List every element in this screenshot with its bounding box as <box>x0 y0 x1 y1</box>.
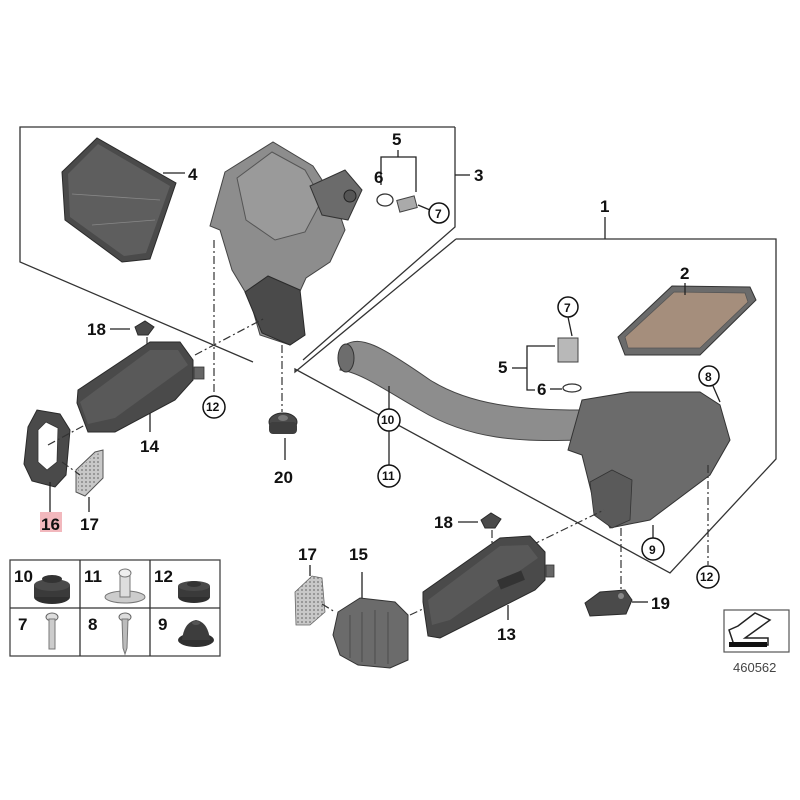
assembly-3-frame <box>19 126 455 363</box>
intake-bellows-15[interactable] <box>332 597 409 669</box>
label-5-upper: 5 <box>392 130 401 149</box>
mass-air-flow-sensor-5-lower[interactable] <box>557 337 579 363</box>
mesh-grille-17-left[interactable] <box>75 449 104 497</box>
grommet-12-icon[interactable] <box>178 581 210 603</box>
self-tapping-screw-8-icon[interactable] <box>118 612 132 656</box>
label-19: 19 <box>651 594 670 613</box>
mesh-grille-17-right[interactable] <box>294 575 326 626</box>
foam-pad-18-left[interactable] <box>134 320 155 336</box>
intake-bellows-16[interactable] <box>23 409 71 488</box>
dashline-17-left <box>61 461 81 476</box>
label-18-right: 18 <box>434 513 453 532</box>
callout-9 <box>641 537 665 561</box>
grommet-9-icon[interactable] <box>178 620 214 647</box>
table-label-10: 10 <box>14 567 33 586</box>
seal-ring-6-lower[interactable] <box>562 383 582 393</box>
label-13: 13 <box>497 625 516 644</box>
label-7-upper: 7 <box>435 207 442 221</box>
label-8: 8 <box>705 370 712 384</box>
dashline-13-airbox <box>531 509 605 546</box>
rubber-mount-19[interactable] <box>584 589 633 617</box>
expanding-rivet-11-icon[interactable] <box>104 568 146 604</box>
callout-12-left <box>202 395 226 419</box>
label-16[interactable]: 16 <box>41 515 60 534</box>
callout-12-right <box>696 565 720 589</box>
callout-8 <box>698 365 720 387</box>
table-label-11: 11 <box>84 567 102 586</box>
label-3: 3 <box>474 166 483 185</box>
label-5-lower: 5 <box>498 358 507 377</box>
intake-duct-13[interactable] <box>422 535 555 639</box>
label-9: 9 <box>649 543 656 557</box>
label-14: 14 <box>140 437 159 456</box>
label-12-right: 12 <box>700 570 714 584</box>
rubber-mount-20[interactable] <box>268 412 298 434</box>
assembly-3-frame-right <box>302 127 456 361</box>
screw-7-icon[interactable] <box>45 612 59 650</box>
dashline-14-airbox <box>194 317 266 356</box>
air-filter-element-4[interactable] <box>61 137 177 263</box>
leader-7-lower <box>567 316 573 337</box>
label-17-right: 17 <box>298 545 317 564</box>
intake-duct-14[interactable] <box>76 341 205 433</box>
label-1: 1 <box>600 197 609 216</box>
leader-7-upper <box>417 204 431 211</box>
callout-7-upper <box>428 202 450 224</box>
intake-pipe[interactable] <box>337 340 581 442</box>
air-filter-element-2[interactable] <box>617 285 757 356</box>
leader-5-upper <box>380 156 417 192</box>
label-17-left: 17 <box>80 515 99 534</box>
label-7-lower: 7 <box>564 301 571 315</box>
dashline-16-14 <box>47 424 86 446</box>
foam-pad-18-right[interactable] <box>480 512 502 529</box>
dashline-15-13 <box>409 607 426 616</box>
air-filter-housing-lower[interactable] <box>567 391 731 529</box>
table-label-8: 8 <box>88 615 97 634</box>
air-filter-housing-upper[interactable] <box>209 141 363 346</box>
reference-arrow-box <box>723 609 790 653</box>
mass-air-flow-sensor-5-upper[interactable] <box>396 195 418 213</box>
label-20: 20 <box>274 468 293 487</box>
diagram-reference-number: 460562 <box>733 660 776 675</box>
label-4: 4 <box>188 165 198 184</box>
label-11: 11 <box>382 469 395 483</box>
label-6-upper: 6 <box>374 168 383 187</box>
dashline-17-right <box>321 603 336 613</box>
highlight-16 <box>40 512 62 532</box>
assembly-1-frame <box>294 238 777 574</box>
leader-8 <box>712 385 721 403</box>
label-10: 10 <box>381 413 395 427</box>
label-2: 2 <box>680 264 689 283</box>
table-label-7: 7 <box>18 615 27 634</box>
grommet-10-icon[interactable] <box>34 575 70 604</box>
table-label-12: 12 <box>154 567 173 586</box>
table-label-9: 9 <box>158 615 167 634</box>
label-15: 15 <box>349 545 368 564</box>
label-18-left: 18 <box>87 320 106 339</box>
label-12-left: 12 <box>206 400 220 414</box>
seal-ring-6-upper[interactable] <box>376 193 394 207</box>
callout-11 <box>377 464 401 488</box>
label-6-lower: 6 <box>537 380 546 399</box>
